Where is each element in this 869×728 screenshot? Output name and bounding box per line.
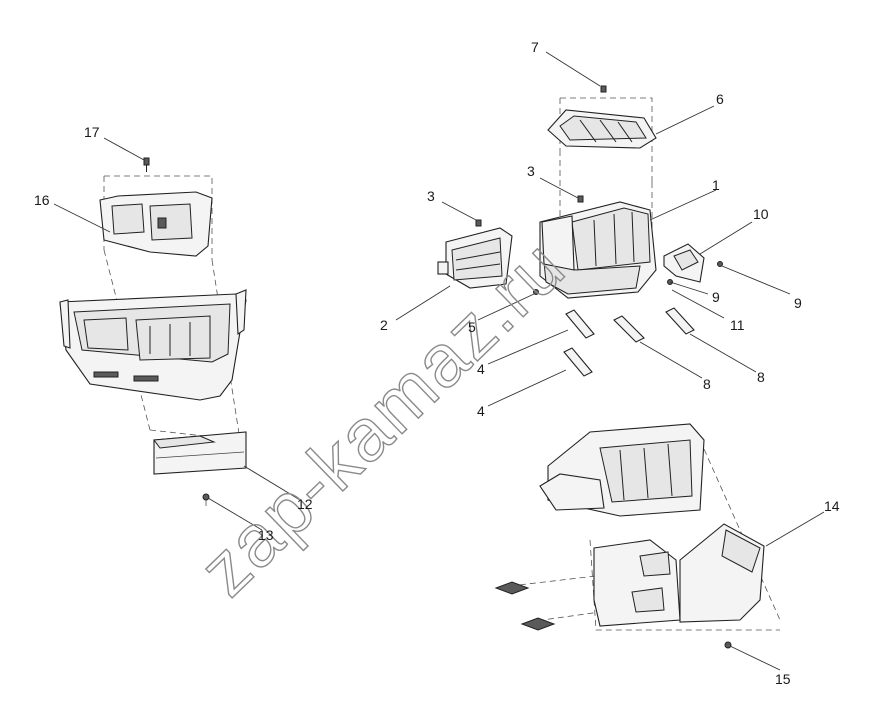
callout-2: 2 — [380, 317, 388, 333]
callout-4b: 4 — [477, 403, 485, 419]
part-9-bolts — [667, 261, 723, 285]
callout-16: 16 — [34, 192, 50, 208]
callout-6: 6 — [716, 91, 724, 107]
part-1-step-bracket — [539, 201, 657, 299]
lower-step-frame — [539, 423, 705, 517]
callout-11: 11 — [730, 317, 745, 333]
part-16-upper-step-cover — [99, 191, 213, 257]
part-14-covers — [593, 523, 765, 627]
right-lower-assembly — [494, 423, 781, 649]
part-10-bracket — [663, 243, 705, 283]
callout-13: 13 — [258, 527, 274, 543]
callout-3a: 3 — [427, 188, 435, 204]
part-6-top-plate — [547, 109, 657, 149]
part-4-rails — [563, 309, 595, 377]
callout-1: 1 — [712, 177, 720, 193]
leader-lines — [53, 51, 825, 671]
pad-plates — [494, 581, 556, 631]
left-assembly — [59, 157, 247, 510]
callout-labels: 1 2 3 3 4 4 5 6 7 8 8 9 9 10 11 12 13 14… — [34, 39, 840, 687]
part-17-bolt — [143, 157, 150, 172]
callout-8b: 8 — [757, 369, 765, 385]
callout-3b: 3 — [527, 163, 535, 179]
watermark-text: zap-kamaz.ru — [183, 224, 580, 612]
left-step-frame — [59, 289, 247, 401]
callout-14: 14 — [824, 498, 840, 514]
callout-9a: 9 — [712, 289, 720, 305]
callout-9b: 9 — [794, 295, 802, 311]
right-upper-assembly — [437, 85, 723, 377]
callout-4a: 4 — [477, 361, 485, 377]
part-5-fastener — [533, 289, 539, 295]
callout-15: 15 — [775, 671, 791, 687]
part-3-bolts — [475, 195, 584, 227]
callout-7: 7 — [531, 39, 539, 55]
part-15-screw — [724, 641, 732, 649]
callout-8a: 8 — [703, 376, 711, 392]
callout-5: 5 — [468, 319, 476, 335]
part-13-screw — [202, 493, 210, 501]
part-2-step-block — [437, 227, 513, 289]
part-12-lower-panel — [153, 431, 247, 475]
part-8-rails — [613, 307, 695, 343]
callout-10: 10 — [753, 206, 769, 222]
callout-12: 12 — [297, 496, 313, 512]
callout-17: 17 — [84, 124, 100, 140]
part-7-bolt — [600, 85, 607, 93]
